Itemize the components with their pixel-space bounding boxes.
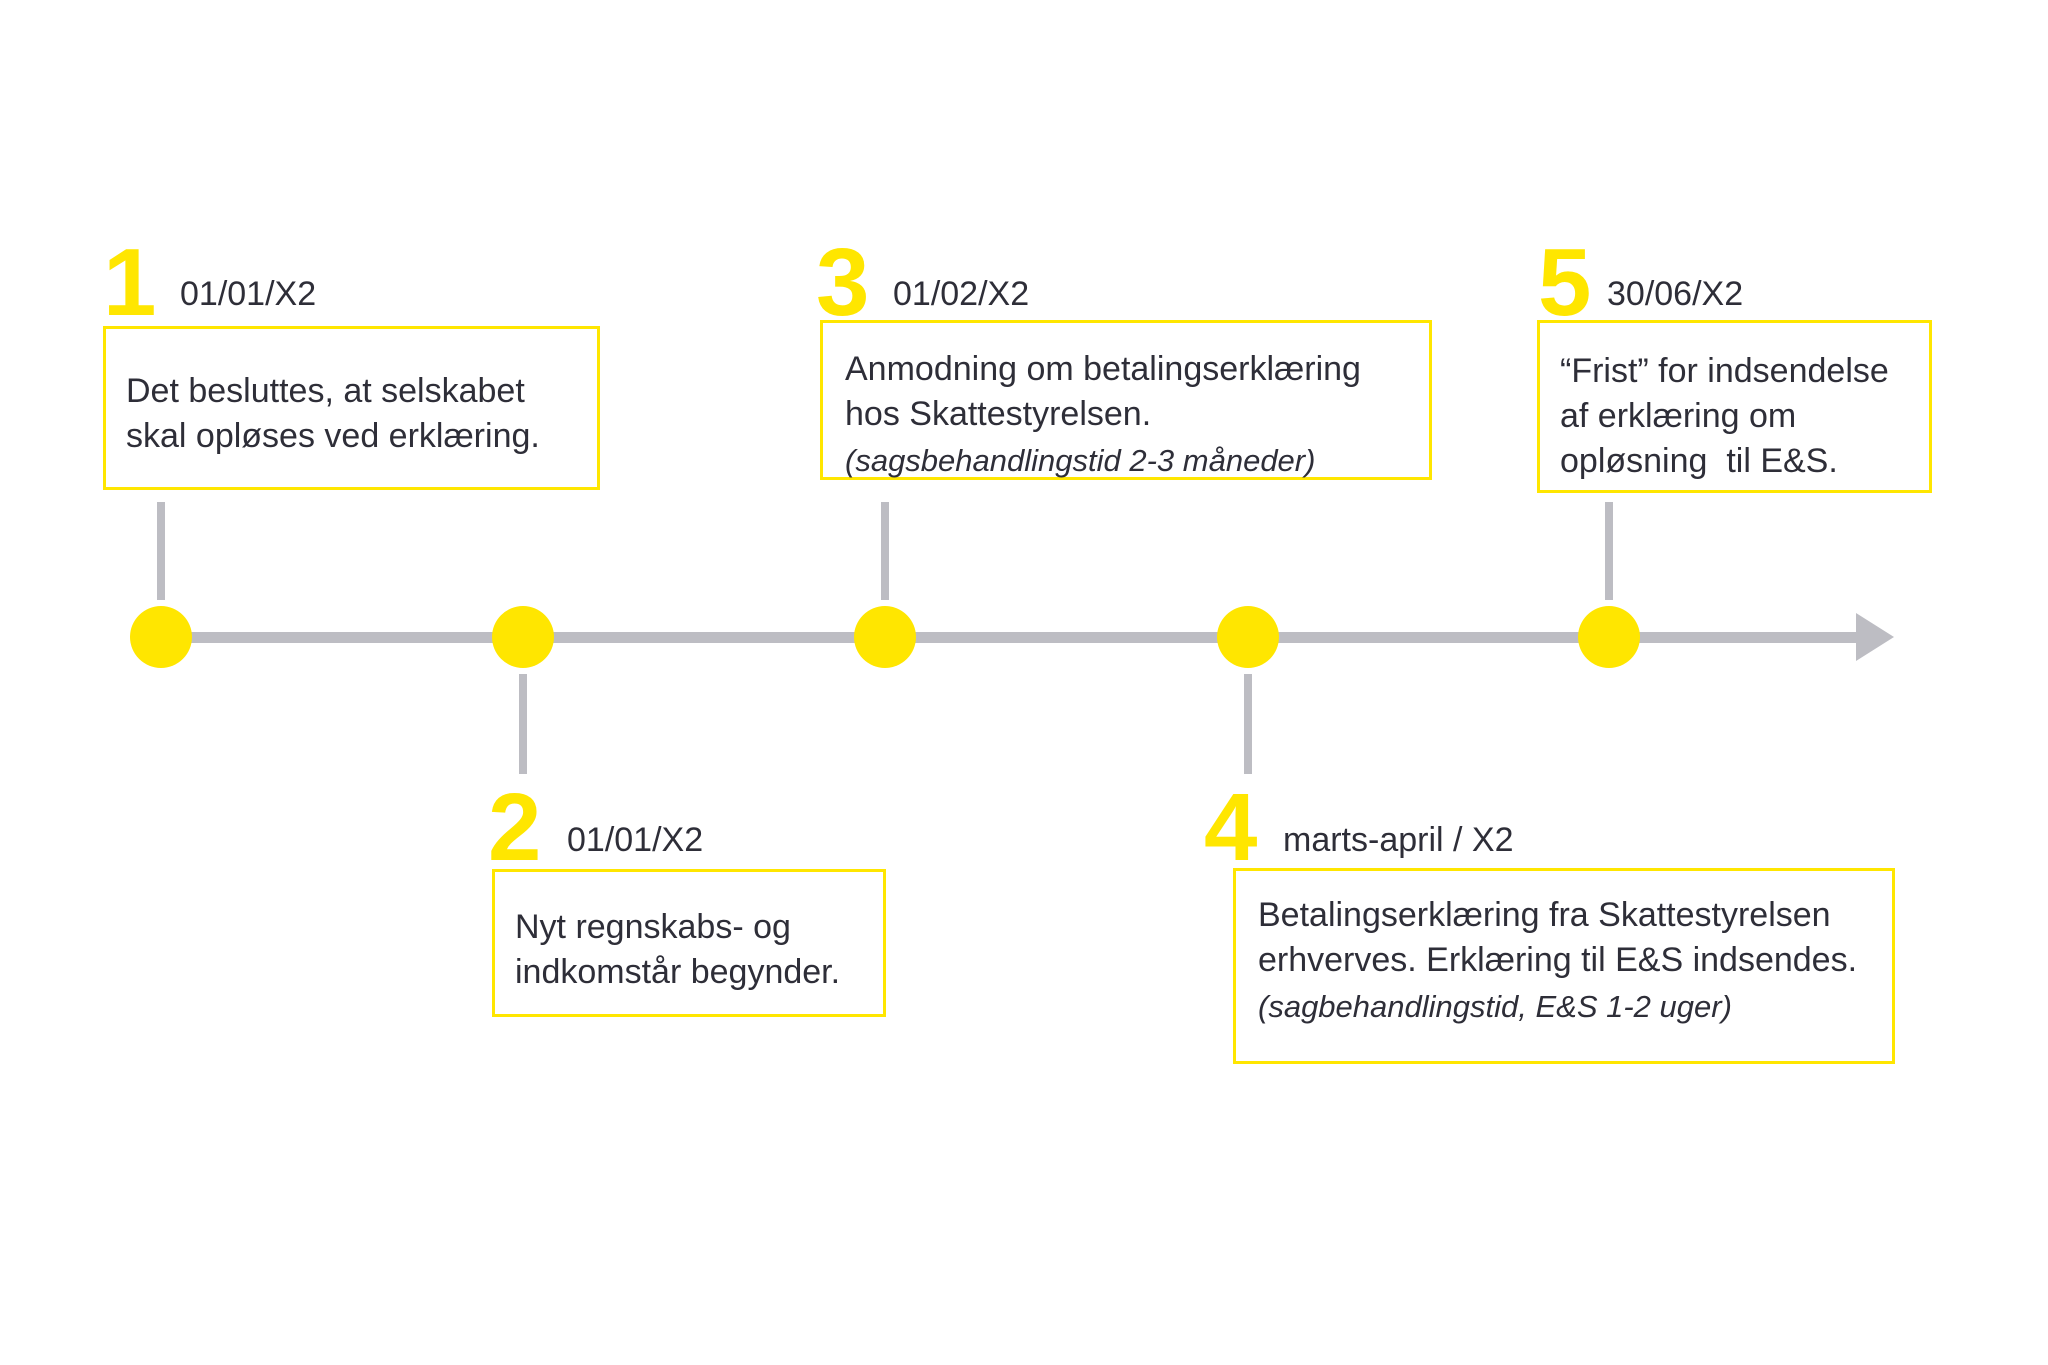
milestone-date: 01/01/X2: [180, 275, 317, 313]
milestone-text: “Frist” for indsendelse af erklæring om …: [1560, 352, 1889, 481]
milestone-box: Anmodning om betalingserklæring hos Skat…: [820, 320, 1432, 480]
milestone-number: 3: [816, 229, 869, 336]
timeline-axis: [148, 632, 1860, 643]
milestone-number: 2: [488, 774, 541, 881]
connector-line: [157, 502, 165, 600]
milestone-dot: [854, 606, 916, 668]
milestone-text: Betalingserklæring fra Skattestyrelsen e…: [1258, 896, 1858, 980]
milestone-number: 1: [103, 229, 156, 336]
connector-line: [1244, 674, 1252, 774]
milestone-number: 5: [1538, 229, 1591, 336]
milestone-dot: [492, 606, 554, 668]
milestone-text: Nyt regnskabs- og indkomstår begynder.: [515, 908, 841, 992]
milestone-box: Betalingserklæring fra Skattestyrelsen e…: [1233, 868, 1895, 1064]
milestone-dot: [1217, 606, 1279, 668]
milestone-date: 01/02/X2: [893, 275, 1030, 313]
milestone-box: “Frist” for indsendelse af erklæring om …: [1537, 320, 1932, 493]
milestone-dot: [1578, 606, 1640, 668]
milestone-text: Anmodning om betalingserklæring hos Skat…: [845, 350, 1361, 434]
milestone-box: Nyt regnskabs- og indkomstår begynder.: [492, 869, 886, 1017]
milestone-dot: [130, 606, 192, 668]
connector-line: [519, 674, 527, 774]
milestone-date: marts-april / X2: [1283, 821, 1514, 859]
milestone-text: Det besluttes, at selskabet skal opløses…: [126, 372, 540, 456]
connector-line: [881, 502, 889, 600]
milestone-box: Det besluttes, at selskabet skal opløses…: [103, 326, 600, 490]
milestone-note: (sagbehandlingstid, E&S 1-2 uger): [1258, 989, 1732, 1025]
milestone-date: 01/01/X2: [567, 821, 704, 859]
arrow-right-icon: [1856, 613, 1894, 661]
milestone-date: 30/06/X2: [1607, 275, 1744, 313]
connector-line: [1605, 502, 1613, 600]
milestone-note: (sagsbehandlingstid 2-3 måneder): [845, 443, 1316, 479]
milestone-number: 4: [1204, 774, 1257, 881]
